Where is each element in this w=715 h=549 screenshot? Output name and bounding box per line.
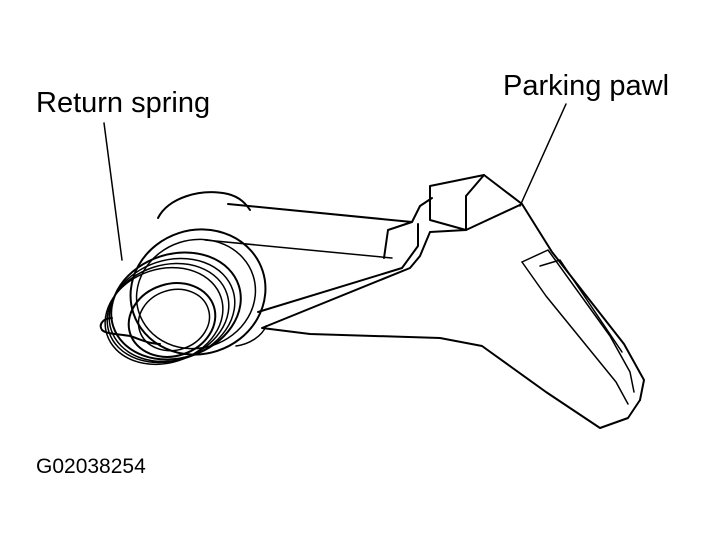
return-spring-label: Return spring	[36, 87, 211, 119]
parking-pawl-label: Parking pawl	[503, 70, 670, 102]
hub-assembly	[99, 228, 267, 366]
return-spring-leader	[103, 122, 123, 261]
figure-id: G02038254	[36, 455, 146, 478]
parking-pawl-leader	[519, 103, 567, 207]
pawl-lever	[157, 174, 645, 429]
